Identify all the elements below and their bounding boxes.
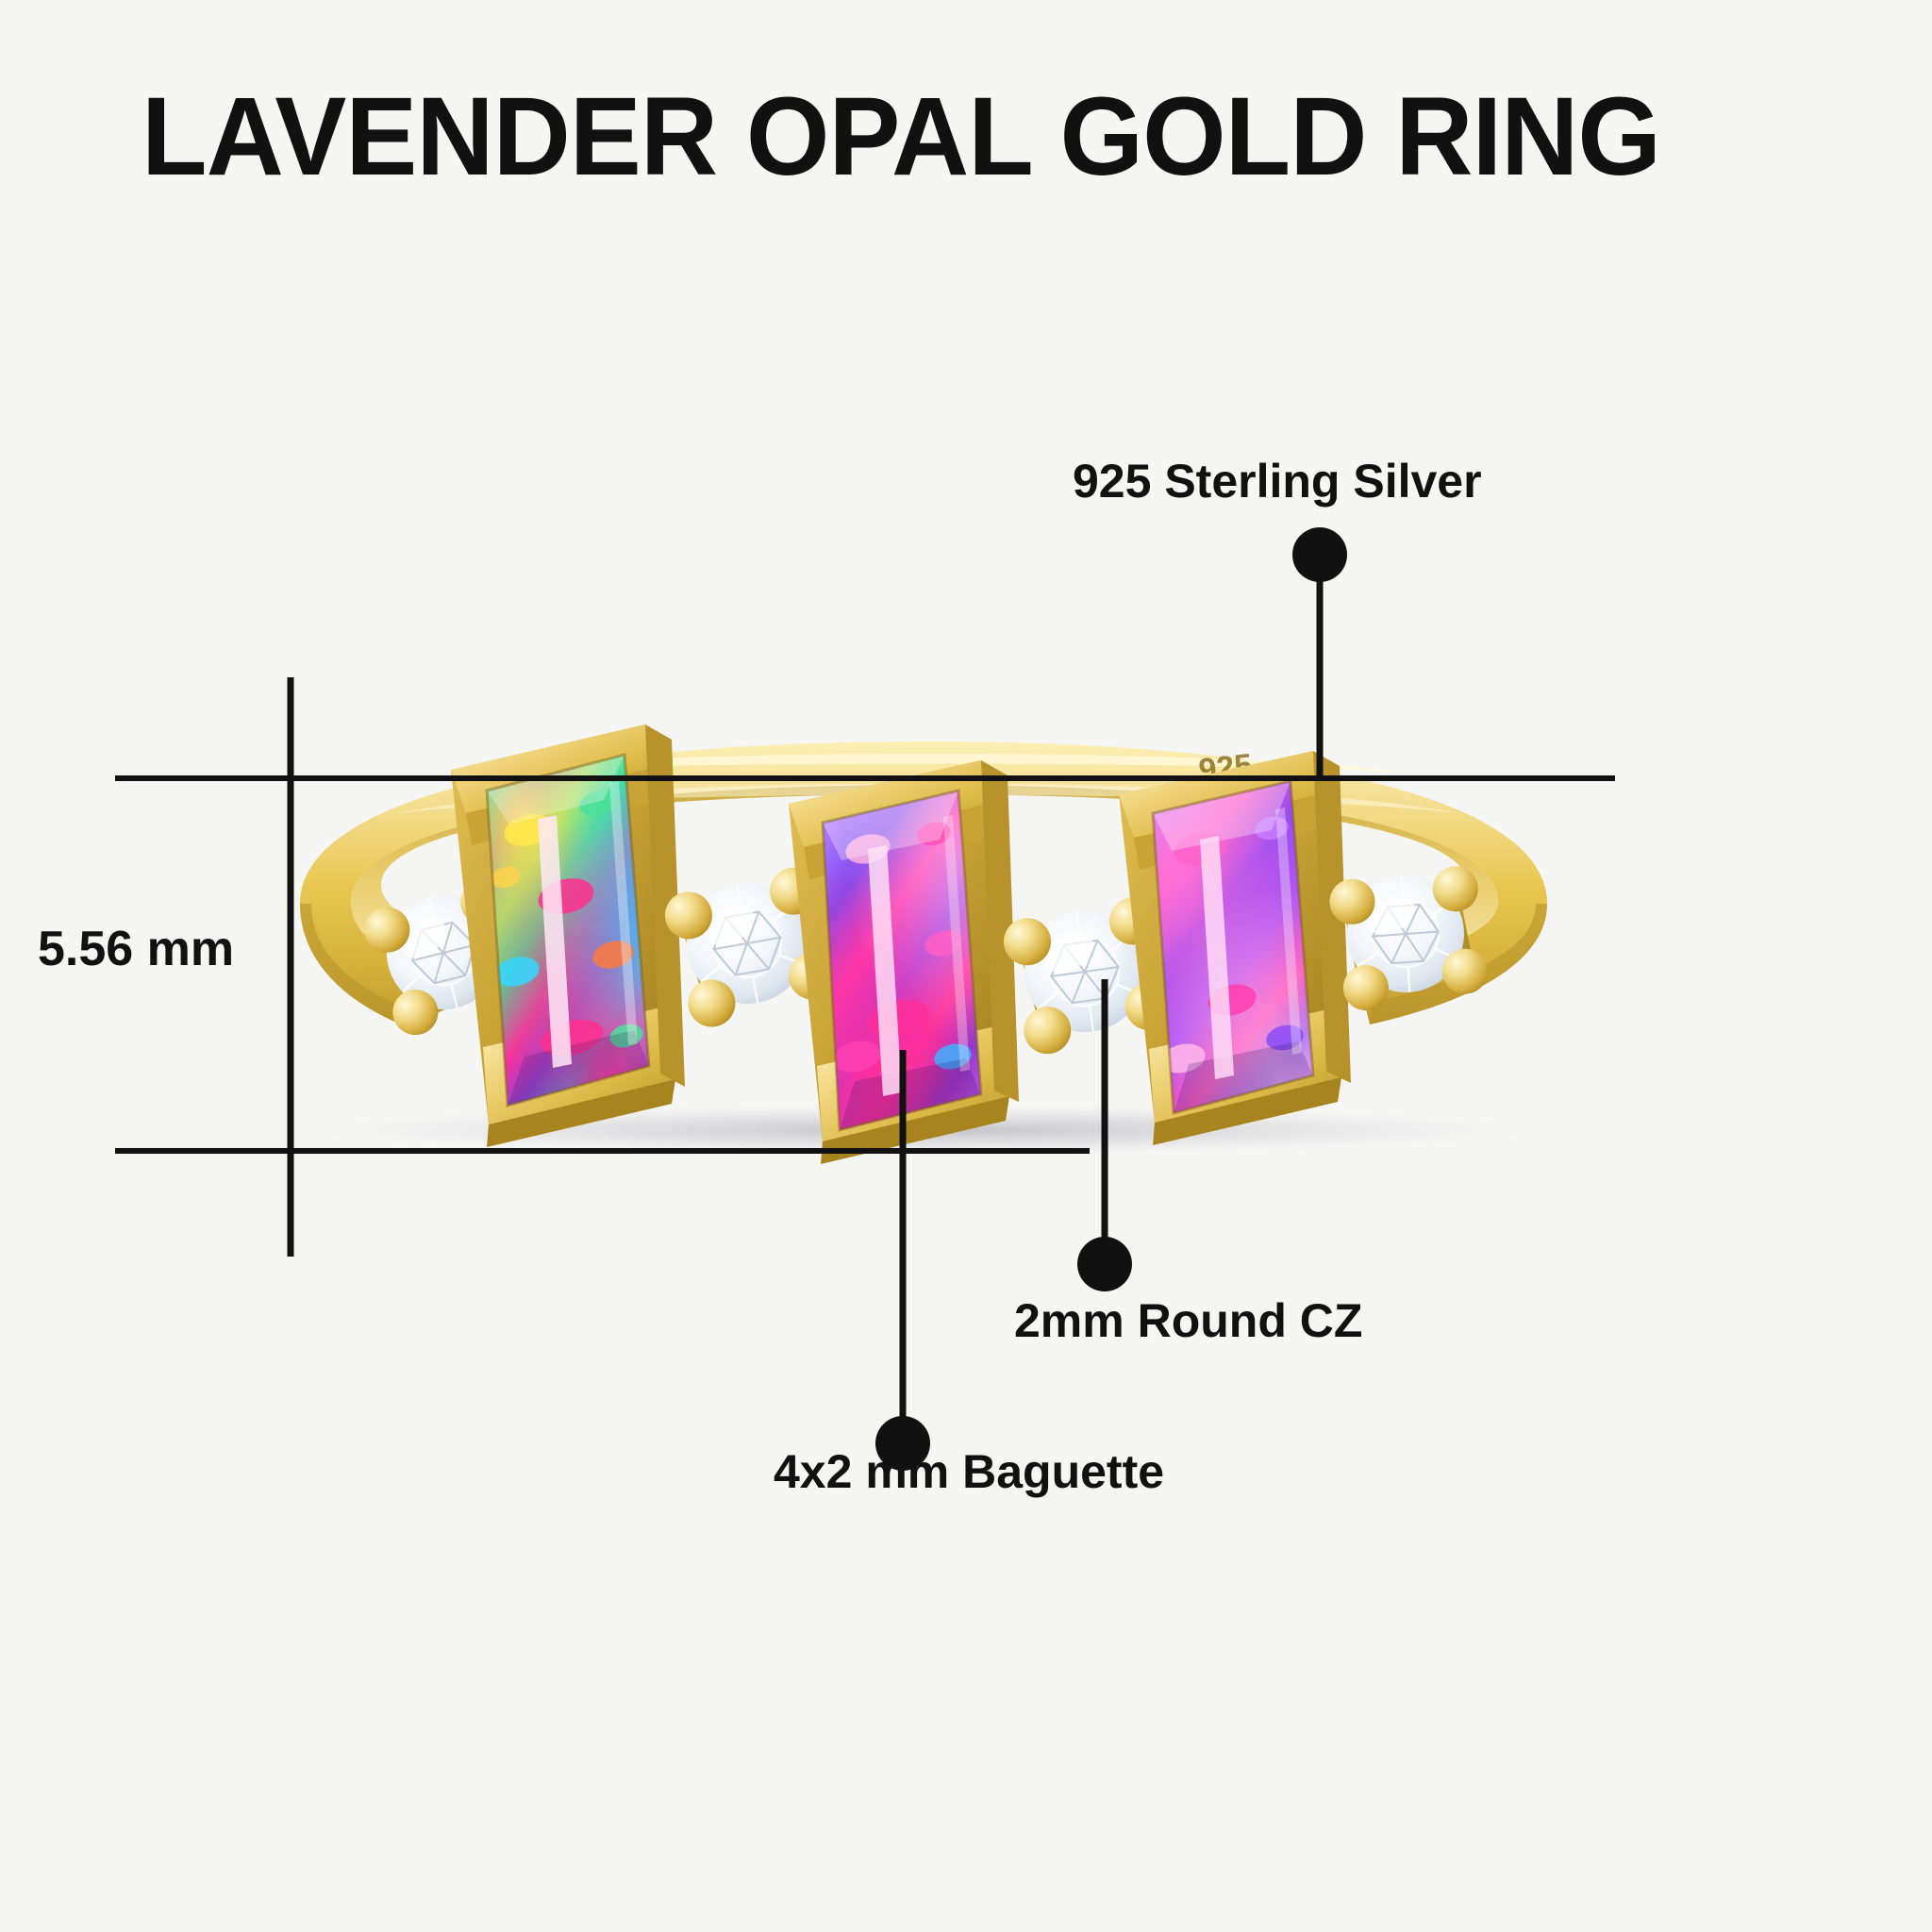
- page-title: LAVENDER OPAL GOLD RING: [142, 75, 1661, 199]
- opal-baguette-left: [451, 724, 685, 1147]
- cz-prongs-far-right: [1329, 866, 1488, 1011]
- callout-label-round-cz: 2mm Round CZ: [1014, 1294, 1363, 1347]
- opal-baguette-center: [789, 760, 1019, 1164]
- opal-baguette-right: [1119, 751, 1351, 1145]
- round-cz-far-right: [1329, 866, 1488, 1011]
- dimension-label-height: 5.56 mm: [38, 922, 235, 976]
- callout-label-sterling-silver: 925 Sterling Silver: [1073, 455, 1482, 508]
- round-cz-left-center: [664, 867, 837, 1027]
- callout-label-baguette: 4x2 mm Baguette: [774, 1445, 1165, 1498]
